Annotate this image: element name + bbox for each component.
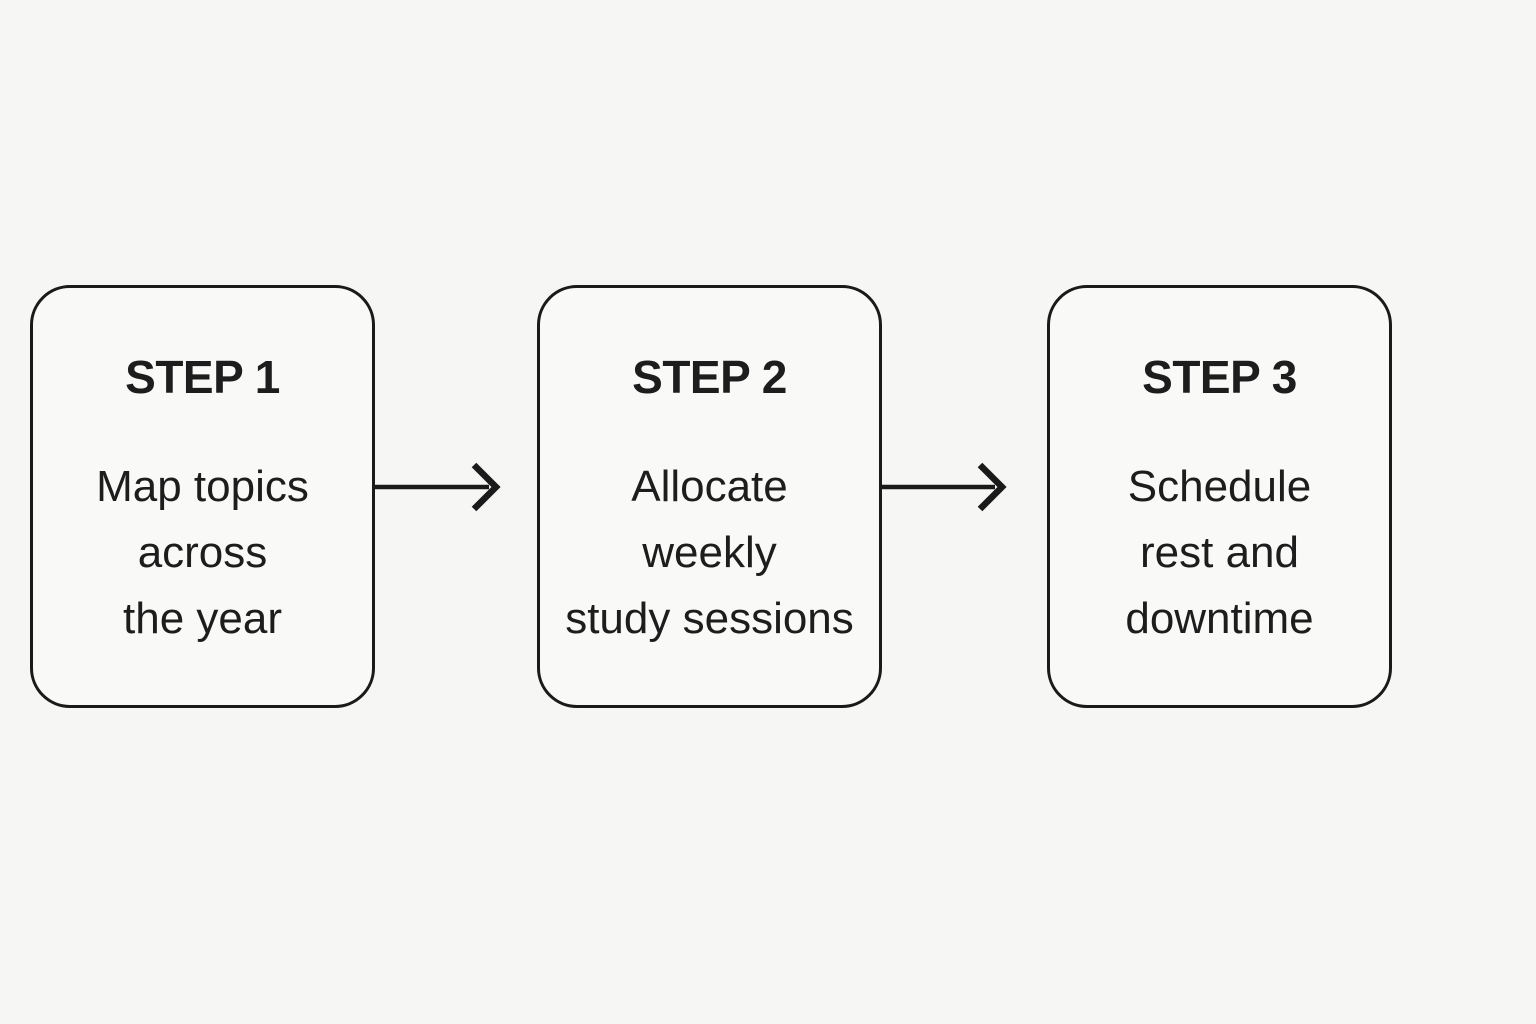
- step-2-body: Allocate weekly study sessions: [565, 462, 854, 643]
- step-2-title: STEP 2: [632, 351, 787, 403]
- arrow-right-icon: [373, 462, 501, 512]
- step-1-body: Map topics across the year: [96, 462, 309, 643]
- step-box-2: STEP 2 Allocate weekly study sessions: [537, 285, 882, 708]
- step-1-title: STEP 1: [125, 351, 280, 403]
- step-3-title: STEP 3: [1142, 351, 1297, 403]
- step-3-body: Schedule rest and downtime: [1125, 462, 1314, 643]
- step-box-1: STEP 1 Map topics across the year: [30, 285, 375, 708]
- step-box-3: STEP 3 Schedule rest and downtime: [1047, 285, 1392, 708]
- arrow-right-icon: [879, 462, 1007, 512]
